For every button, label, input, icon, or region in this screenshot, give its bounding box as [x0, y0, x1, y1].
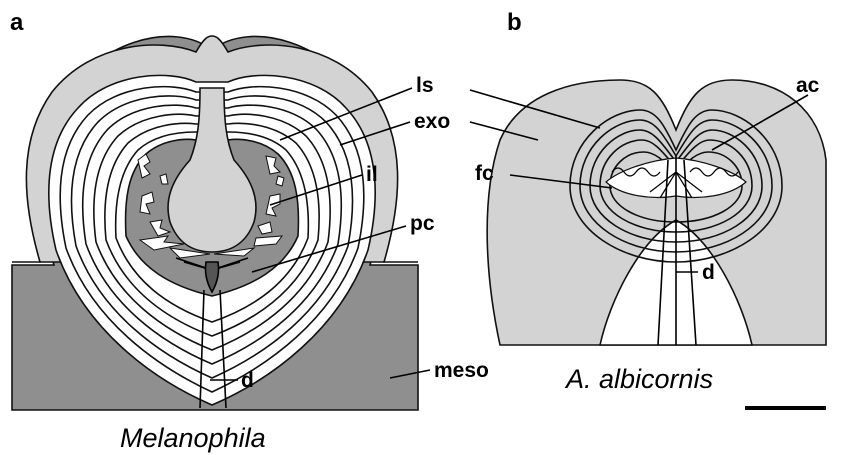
panel-b	[487, 80, 826, 408]
label-d-a: d	[241, 369, 254, 392]
panel-a	[12, 36, 418, 410]
label-il: il	[366, 163, 378, 186]
label-fc: fc	[475, 162, 494, 185]
label-pc: pc	[410, 212, 435, 235]
panel-b-letter: b	[507, 9, 522, 36]
label-ls: ls	[416, 74, 434, 97]
label-meso: meso	[434, 359, 489, 382]
caption-a: Melanophila	[120, 423, 266, 453]
label-d-b: d	[702, 261, 715, 284]
panel-a-letter: a	[10, 9, 24, 36]
label-exo: exo	[414, 110, 450, 133]
caption-b: A. albicornis	[564, 364, 713, 394]
label-ac: ac	[796, 74, 820, 97]
